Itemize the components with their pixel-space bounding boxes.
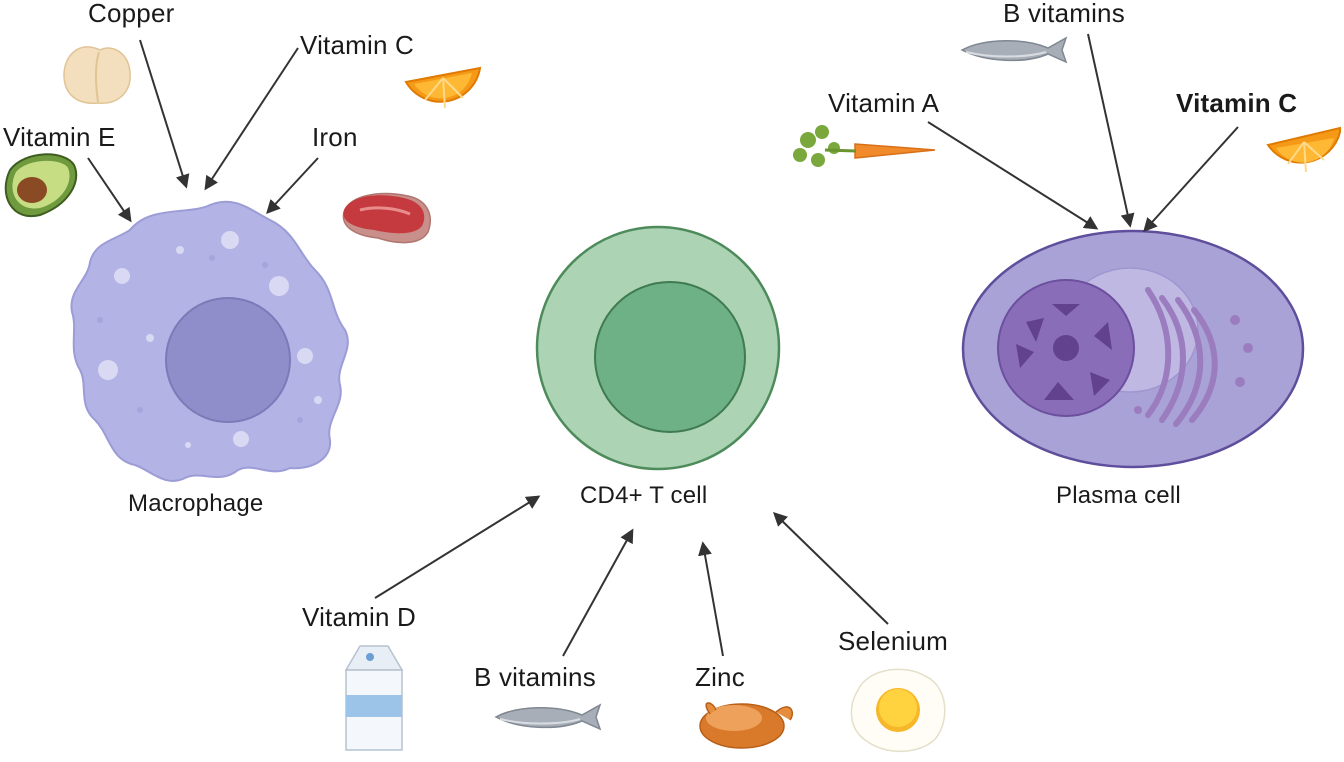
chickpea-icon (63, 46, 131, 104)
label-vitamin-c-plasma: Vitamin C (1176, 88, 1298, 118)
label-macrophage: Macrophage (128, 490, 264, 517)
steak-icon (342, 192, 431, 244)
arrow-vitamin-c-plasma (1143, 126, 1239, 233)
label-iron: Iron (312, 122, 358, 152)
label-vitamin-e: Vitamin E (3, 122, 116, 152)
carrot-icon (793, 125, 936, 167)
avocado-icon (4, 153, 78, 218)
milk-carton-icon (344, 645, 404, 751)
plasma-cell (961, 229, 1305, 469)
arrow-b-vitamins-t (562, 528, 634, 657)
macrophage-cell (70, 200, 349, 482)
fried-egg-icon (850, 668, 946, 753)
fish-icon-2 (494, 703, 602, 731)
label-vitamin-d: Vitamin D (302, 602, 417, 632)
label-vitamin-a: Vitamin A (828, 88, 940, 118)
orange-slice-icon-2 (1266, 126, 1341, 173)
cd4-t-cell (535, 225, 781, 471)
label-selenium: Selenium (838, 626, 948, 656)
arrow-vitamin-d (374, 495, 541, 599)
label-vitamin-c-macrophage: Vitamin C (300, 30, 415, 60)
arrow-iron (266, 157, 319, 215)
arrow-vitamin-e (87, 157, 132, 223)
arrow-zinc (698, 541, 724, 657)
fish-icon (960, 36, 1068, 64)
label-b-vitamins-t-cell: B vitamins (474, 662, 596, 692)
arrow-vitamin-c-macro (204, 47, 299, 191)
arrow-selenium (772, 512, 889, 625)
arrow-vitamin-a (927, 121, 1099, 230)
label-copper: Copper (88, 0, 175, 28)
label-zinc: Zinc (695, 662, 745, 692)
label-cd4-t-cell: CD4+ T cell (580, 482, 708, 509)
arrow-copper (139, 39, 190, 189)
orange-slice-icon (404, 66, 482, 109)
arrow-b-vitamins-plasma (1087, 33, 1135, 228)
roast-chicken-icon (699, 702, 794, 749)
label-b-vitamins-plasma: B vitamins (1003, 0, 1125, 28)
label-plasma-cell: Plasma cell (1056, 482, 1181, 509)
